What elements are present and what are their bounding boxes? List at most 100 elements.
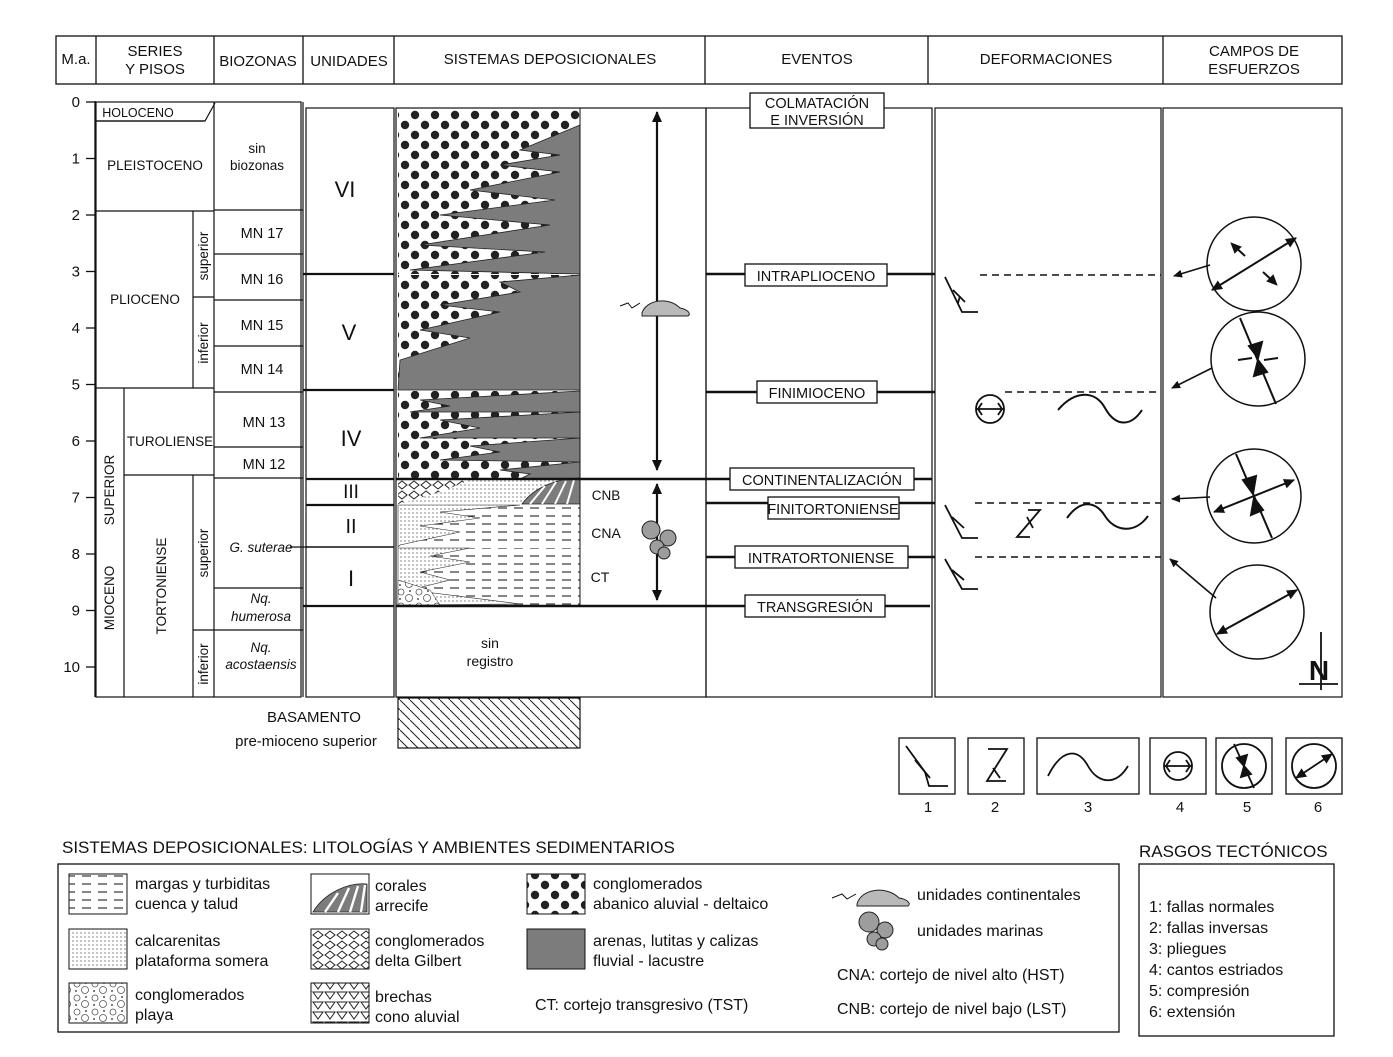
stress-field-compression <box>1171 311 1306 407</box>
rasgo-2: 2: fallas inversas <box>1149 920 1268 937</box>
key-number-3: 3 <box>1084 799 1092 816</box>
swatch-brechas <box>310 982 370 1024</box>
header-row <box>55 35 1343 85</box>
label-cnb: CNB <box>592 488 621 503</box>
header-campos-line2: ESFUERZOS <box>1208 61 1300 78</box>
swatch-abanico <box>526 873 586 915</box>
event-transgresion: TRANSGRESIÓN <box>757 599 873 616</box>
key-number-1: 1 <box>924 799 932 816</box>
swatch-arenas <box>526 928 586 970</box>
ma-tick-label: 1 <box>72 151 80 168</box>
legend-cnb: CNB: cortejo de nivel bajo (LST) <box>837 1001 1066 1018</box>
event-boxes <box>729 92 915 618</box>
header-campos-line1: CAMPOS DE <box>1209 43 1299 60</box>
normal-fault-icon <box>944 558 978 590</box>
label-tortoniense-superior: superior <box>196 528 211 577</box>
label-plioceno-superior: superior <box>196 231 211 280</box>
biozona-acostaensis-genus: Nq. <box>250 640 271 655</box>
label-tortoniense: TORTONIENSE <box>154 538 169 635</box>
label-pleistoceno: PLEISTOCENO <box>107 158 203 173</box>
label-cna: CNA <box>591 525 621 541</box>
unidad-iv: IV <box>341 426 362 451</box>
ma-tick-label: 4 <box>72 320 80 337</box>
biozona-biozonas: biozonas <box>230 158 284 173</box>
key-reverse-fault-icon <box>985 748 1009 782</box>
ma-tick-label: 5 <box>72 377 80 394</box>
biozona-suterae: G. suterae <box>229 540 292 555</box>
legend-title: SISTEMAS DEPOSICIONALES: LITOLOGÍAS Y AM… <box>62 838 675 857</box>
legend-arenas-1: arenas, lutitas y calizas <box>593 933 758 950</box>
key-striated-clasts-icon <box>1163 751 1193 781</box>
striated-clasts-icon <box>975 394 1005 424</box>
series-column <box>95 101 304 698</box>
legend-corales-1: corales <box>375 878 427 895</box>
event-colmatacion: COLMATACIÓN <box>765 95 869 112</box>
legend-marinas: unidades marinas <box>917 923 1043 940</box>
legend-ct: CT: cortejo transgresivo (TST) <box>535 997 748 1014</box>
legend-calcarenitas-1: calcarenitas <box>135 933 220 950</box>
swatch-calcarenitas <box>68 928 128 970</box>
biozona-acostaensis: acostaensis <box>225 657 297 672</box>
sistemas-column <box>395 107 930 749</box>
coral-swatch-art <box>312 883 368 913</box>
key-compression-icon <box>1221 743 1267 789</box>
rasgo-5: 5: compresión <box>1149 983 1250 1000</box>
biozona-mn14: MN 14 <box>241 362 284 378</box>
key-number-2: 2 <box>991 799 999 816</box>
legend-cna: CNA: cortejo de nivel alto (HST) <box>837 967 1065 984</box>
stress-field-extension-compression <box>1173 216 1302 312</box>
unidades-column <box>303 107 395 698</box>
unidad-vi: VI <box>335 177 356 202</box>
unidad-ii: II <box>345 516 356 538</box>
biozona-humerosa-genus: Nq. <box>250 591 271 606</box>
legend-rodent-icon <box>831 889 910 907</box>
event-intraplioceno: INTRAPLIOCENO <box>757 269 875 285</box>
ma-tick-label: 8 <box>72 546 80 563</box>
marine-spheres-icon <box>641 520 677 560</box>
header-series-line1: SERIES <box>127 43 182 60</box>
fold-icon <box>1057 393 1143 424</box>
label-turoliense: TUROLIENSE <box>127 434 213 449</box>
fold-icon <box>1066 503 1149 530</box>
header-ma: M.a. <box>61 51 90 68</box>
swatch-gilbert <box>310 928 370 970</box>
unidad-i: I <box>348 566 354 591</box>
event-finitortoniense: FINITORTONIENSE <box>767 502 899 518</box>
reverse-fault-icon <box>1015 509 1042 538</box>
label-basamento: BASAMENTO <box>267 709 361 726</box>
header-sistemas: SISTEMAS DEPOSICIONALES <box>444 51 657 68</box>
event-intratortoniense: INTRATORTONIENSE <box>748 551 895 567</box>
label-ct: CT <box>591 569 610 585</box>
legend-abanico-2: abanico aluvial - deltaico <box>593 896 768 913</box>
key-number-5: 5 <box>1243 799 1251 816</box>
header-deformaciones: DEFORMACIONES <box>980 51 1113 68</box>
deformation-key <box>898 737 1343 795</box>
north-arrow-icon <box>1299 632 1338 690</box>
header-series-line2: Y PISOS <box>125 61 185 78</box>
stress-field-extension <box>1169 558 1305 660</box>
legend-marine-spheres-icon <box>858 911 894 951</box>
ma-tick-label: 2 <box>72 207 80 224</box>
legend-playa-2: playa <box>135 1007 173 1024</box>
event-continentalizacion: CONTINENTALIZACIÓN <box>742 472 902 489</box>
stress-field-compression-extension <box>1171 448 1302 544</box>
label-mioceno-superior: SUPERIOR <box>102 454 117 525</box>
label-sin: sin <box>481 635 499 651</box>
key-extension-icon <box>1291 743 1337 789</box>
rasgos-title: RASGOS TECTÓNICOS <box>1139 842 1328 861</box>
label-plioceno-inferior: inferior <box>196 322 211 364</box>
key-normal-fault-icon <box>905 745 948 787</box>
label-holoceno: HOLOCENO <box>102 106 174 120</box>
legend-margas-1: margas y turbiditas <box>135 876 270 893</box>
biozona-mn13: MN 13 <box>243 415 286 431</box>
biozona-mn17: MN 17 <box>241 226 284 242</box>
biozona-mn12: MN 12 <box>243 457 286 473</box>
header-eventos: EVENTOS <box>781 51 852 68</box>
legend-gilbert-2: delta Gilbert <box>375 953 462 970</box>
ma-tick-label: 6 <box>72 433 80 450</box>
unidad-iii: III <box>343 482 359 503</box>
campos-column <box>1162 107 1343 698</box>
label-mioceno: MIOCENO <box>102 566 117 631</box>
label-pre-mioceno: pre-mioceno superior <box>235 733 377 750</box>
